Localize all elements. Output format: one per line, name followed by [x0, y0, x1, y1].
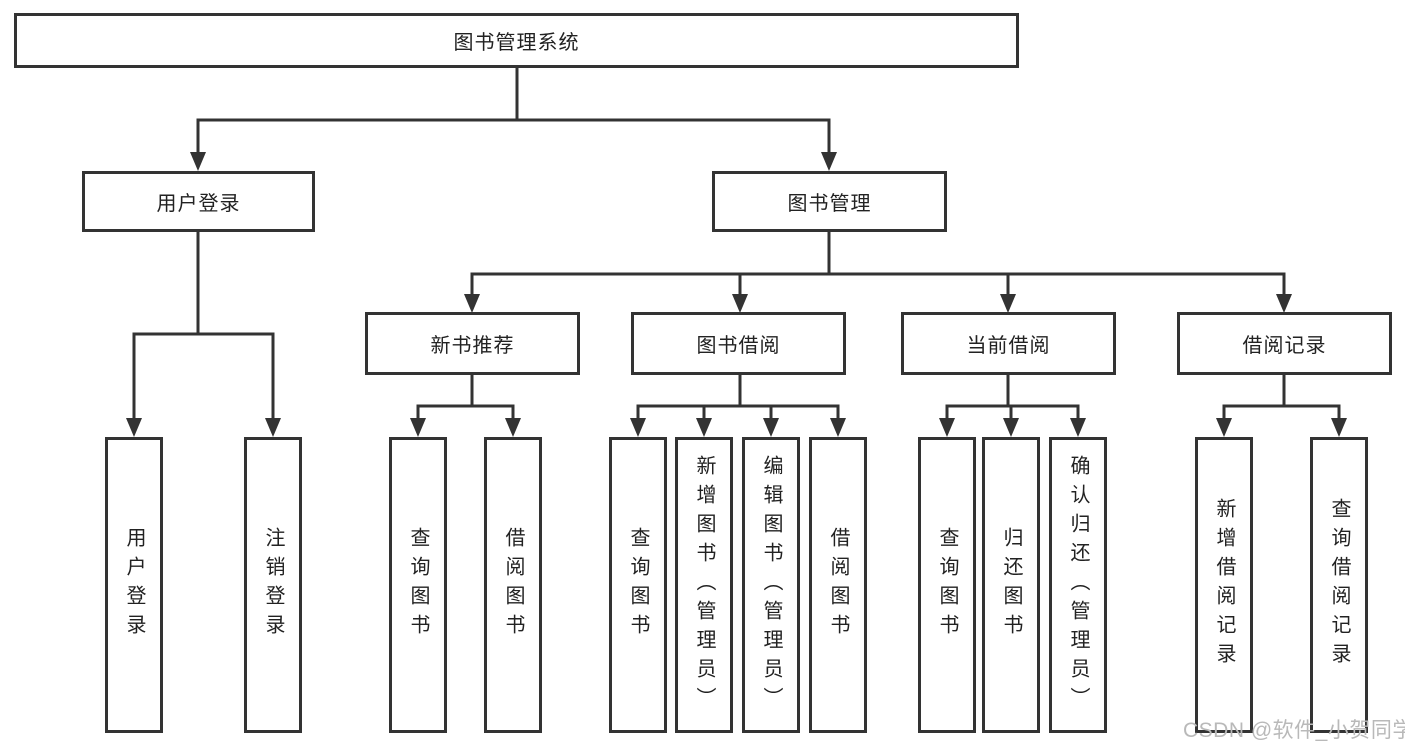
node-edit-book-admin: 编辑图书（管理员） — [742, 437, 800, 733]
node-add-book-admin: 新增图书（管理员） — [675, 437, 733, 733]
node-book-management: 图书管理 — [712, 171, 947, 232]
node-book-borrowing: 图书借阅 — [631, 312, 846, 375]
node-label: 查询借阅记录 — [1328, 498, 1350, 672]
node-label: 借阅图书 — [827, 527, 849, 643]
node-query-books-current: 查询图书 — [918, 437, 976, 733]
node-logout: 注销登录 — [244, 437, 302, 733]
node-label: 确认归还（管理员） — [1067, 454, 1089, 716]
node-borrowing-records: 借阅记录 — [1177, 312, 1392, 375]
node-label: 查询图书 — [407, 527, 429, 643]
node-return-books: 归还图书 — [982, 437, 1040, 733]
node-label: 用户登录 — [123, 527, 145, 643]
node-label: 借阅图书 — [502, 527, 524, 643]
node-label: 新增借阅记录 — [1213, 498, 1235, 672]
node-user-login: 用户登录 — [82, 171, 315, 232]
node-borrow-books: 借阅图书 — [809, 437, 867, 733]
node-new-book-recommendation: 新书推荐 — [365, 312, 580, 375]
node-label: 编辑图书（管理员） — [760, 454, 782, 716]
node-query-books-recommend: 查询图书 — [389, 437, 447, 733]
node-confirm-return-admin: 确认归还（管理员） — [1049, 437, 1107, 733]
node-label: 新增图书（管理员） — [693, 454, 715, 716]
node-user-login-leaf: 用户登录 — [105, 437, 163, 733]
node-label: 注销登录 — [262, 527, 284, 643]
node-query-books: 查询图书 — [609, 437, 667, 733]
csdn-watermark: CSDN @软件_小贺同学 — [1183, 719, 1405, 742]
node-borrow-books-recommend: 借阅图书 — [484, 437, 542, 733]
node-label: 查询图书 — [936, 527, 958, 643]
node-label: 查询图书 — [627, 527, 649, 643]
node-label: 归还图书 — [1000, 527, 1022, 643]
node-add-borrow-record: 新增借阅记录 — [1195, 437, 1253, 733]
node-library-management-system: 图书管理系统 — [14, 13, 1019, 68]
node-current-borrowing: 当前借阅 — [901, 312, 1116, 375]
node-query-borrow-record: 查询借阅记录 — [1310, 437, 1368, 733]
arrowheads — [126, 152, 1347, 437]
